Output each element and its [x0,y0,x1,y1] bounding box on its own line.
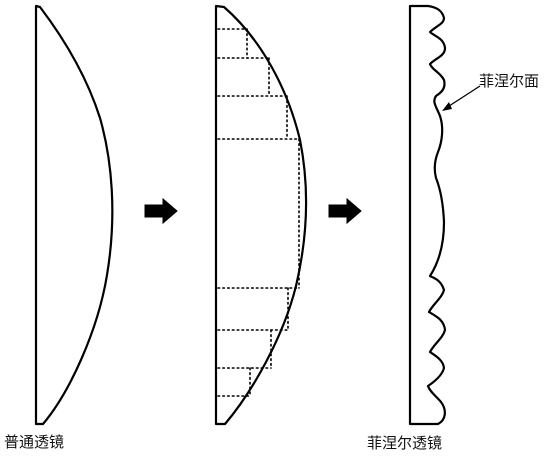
fresnel-surface-pointer [442,85,481,111]
slice-lines [217,28,300,397]
pointer-line [445,85,481,109]
fresnel-surface-label: 菲涅尔面 [479,72,540,90]
ordinary-lens-caption: 普通透镜 [4,433,65,451]
pointer-arrowhead [442,102,452,111]
fresnel-lens-caption: 菲涅尔透镜 [367,434,443,452]
transform-arrow-1 [144,197,178,225]
sliced-lens [214,4,308,426]
fresnel-lens-outline [408,4,447,426]
transform-arrow-2 [328,197,362,225]
fresnel-lens [408,4,447,426]
ordinary-lens-outline [34,4,114,426]
sliced-lens-outline [214,4,308,426]
ordinary-lens [34,4,114,426]
